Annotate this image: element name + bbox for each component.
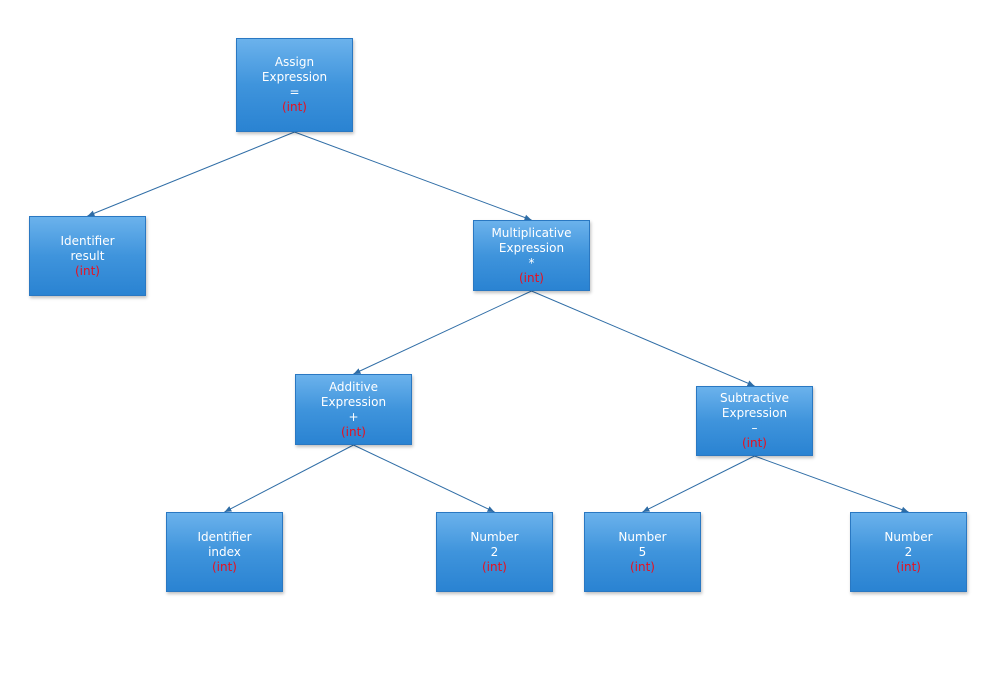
edge-additive-to-identifier-index [224,444,354,513]
node-label-line: index [208,544,241,559]
number-5-node: Number 5 (int) [584,512,701,592]
node-label-line: Additive [328,379,379,394]
node-type-label: (int) [281,100,307,114]
edge-assign-to-identifier-result [87,131,295,217]
node-label-line: Expression [721,406,788,420]
node-label-line: Expression [261,70,328,84]
subtractive-expression-node: Subtractive Expression – (int) [696,386,813,456]
node-label-line: 2 [490,544,499,559]
node-label-line: Number [884,529,933,544]
edge-multiplicative-to-additive [353,290,532,375]
node-label-line: result [70,248,105,263]
node-type-label: (int) [340,424,366,439]
node-label-line: Subtractive [720,391,789,405]
node-label-line: Number [618,529,667,544]
edge-subtractive-to-number-5 [642,455,755,513]
identifier-result-node: Identifier result (int) [29,216,146,296]
node-type-label: (int) [895,559,921,574]
assign-expression-node: Assign Expression = (int) [236,38,353,132]
node-label-line: 2 [904,544,913,559]
node-label-line: Expression [498,240,565,255]
node-type-label: (int) [481,559,507,574]
node-label-line: 5 [638,544,647,559]
node-type-label: (int) [629,559,655,574]
node-label-line: Assign [274,55,315,69]
identifier-index-node: Identifier index (int) [166,512,283,592]
node-label-line: Expression [320,394,387,409]
node-label-line: + [348,409,359,424]
number-2-node: Number 2 (int) [436,512,553,592]
node-type-label: (int) [74,263,100,278]
edge-additive-to-number-2-left [353,444,495,513]
node-type-label: (int) [211,559,237,574]
node-type-label: (int) [741,436,767,450]
edge-multiplicative-to-subtractive [531,290,755,387]
node-type-label: (int) [518,270,544,285]
node-label-line: = [289,85,300,99]
node-label-line: Number [470,529,519,544]
node-label-line: Identifier [60,233,115,248]
multiplicative-expression-node: Multiplicative Expression * (int) [473,220,590,291]
node-label-line: – [751,421,758,435]
edge-assign-to-multiplicative [294,131,532,221]
node-label-line: * [528,255,535,270]
number-2-node: Number 2 (int) [850,512,967,592]
additive-expression-node: Additive Expression + (int) [295,374,412,445]
edge-subtractive-to-number-2-right [754,455,909,513]
node-label-line: Identifier [197,529,252,544]
node-label-line: Multiplicative [491,225,572,240]
